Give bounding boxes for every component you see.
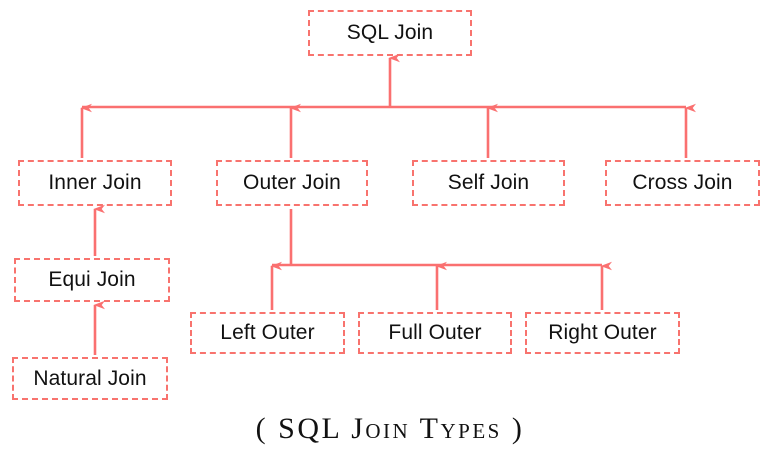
node-label: SQL Join	[346, 21, 434, 44]
node-sql-join[interactable]: SQL Join	[308, 10, 472, 56]
node-inner-join[interactable]: Inner Join	[18, 160, 172, 206]
node-label: Equi Join	[48, 268, 136, 291]
node-self-join[interactable]: Self Join	[412, 160, 565, 206]
node-cross-join[interactable]: Cross Join	[605, 160, 760, 206]
node-label: Cross Join	[632, 171, 733, 194]
node-label: Outer Join	[243, 171, 341, 194]
node-full-outer[interactable]: Full Outer	[358, 312, 512, 354]
node-right-outer[interactable]: Right Outer	[525, 312, 680, 354]
node-left-outer[interactable]: Left Outer	[190, 312, 345, 354]
node-natural-join[interactable]: Natural Join	[12, 357, 168, 400]
diagram-caption: ( SQL Join Types )	[255, 412, 525, 445]
node-outer-join[interactable]: Outer Join	[216, 160, 368, 206]
node-label: Natural Join	[33, 366, 147, 390]
node-equi-join[interactable]: Equi Join	[14, 258, 170, 302]
node-label: Inner Join	[48, 171, 142, 194]
node-label: Right Outer	[548, 321, 657, 344]
node-label: Self Join	[447, 171, 530, 194]
node-label: Left Outer	[220, 321, 315, 344]
node-label: Full Outer	[388, 321, 482, 344]
